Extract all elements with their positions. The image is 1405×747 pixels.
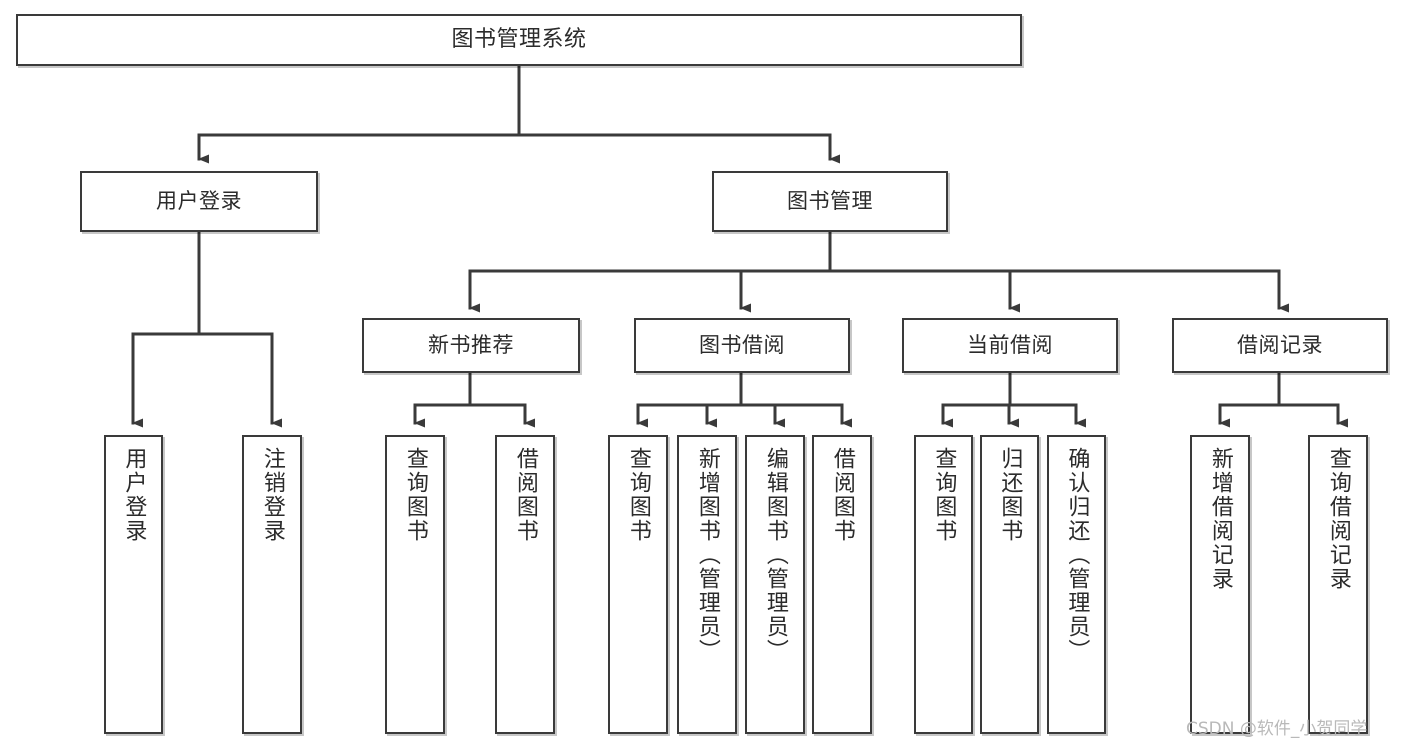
- node-label: 查询图书: [625, 447, 651, 543]
- node-label: 借阅图书: [829, 447, 855, 543]
- node-label: 注销登录: [259, 447, 285, 543]
- node-label: 新书推荐: [428, 333, 514, 358]
- node-label: 归还图书: [997, 447, 1023, 543]
- node-new-book-recommend[interactable]: 新书推荐: [362, 318, 580, 373]
- leaf-borrow-record-query[interactable]: 查询借阅记录: [1308, 435, 1368, 734]
- leaf-user-login-logout[interactable]: 注销登录: [242, 435, 302, 734]
- leaf-book-borrow-borrow[interactable]: 借阅图书: [812, 435, 872, 734]
- node-label: 图书管理系统: [451, 27, 587, 53]
- node-user-login[interactable]: 用户登录: [80, 171, 318, 232]
- watermark-csdn: CSDN @软件_小贺同学: [1186, 719, 1368, 739]
- leaf-book-borrow-edit[interactable]: 编辑图书（管理员）: [745, 435, 805, 734]
- leaf-borrow-record-add[interactable]: 新增借阅记录: [1190, 435, 1250, 734]
- node-label: 图书借阅: [699, 333, 785, 358]
- node-book-management[interactable]: 图书管理: [712, 171, 948, 232]
- node-current-borrow[interactable]: 当前借阅: [902, 318, 1118, 373]
- leaf-current-borrow-confirm[interactable]: 确认归还（管理员）: [1047, 435, 1106, 734]
- leaf-new-book-query[interactable]: 查询图书: [385, 435, 445, 734]
- node-label: 图书管理: [787, 189, 873, 214]
- node-label: 编辑图书（管理员）: [762, 447, 788, 663]
- leaf-user-login-login[interactable]: 用户登录: [104, 435, 163, 734]
- node-root-system[interactable]: 图书管理系统: [16, 14, 1022, 66]
- node-label: 用户登录: [156, 189, 242, 214]
- leaf-book-borrow-query[interactable]: 查询图书: [608, 435, 668, 734]
- node-borrow-record[interactable]: 借阅记录: [1172, 318, 1388, 373]
- node-label: 借阅记录: [1237, 333, 1323, 358]
- node-label: 查询借阅记录: [1325, 447, 1351, 591]
- leaf-current-borrow-return[interactable]: 归还图书: [980, 435, 1039, 734]
- node-label: 新增借阅记录: [1207, 447, 1233, 591]
- leaf-current-borrow-query[interactable]: 查询图书: [914, 435, 973, 734]
- node-book-borrow[interactable]: 图书借阅: [634, 318, 850, 373]
- node-label: 新增图书（管理员）: [694, 447, 720, 663]
- node-label: 借阅图书: [512, 447, 538, 543]
- node-label: 查询图书: [931, 447, 957, 543]
- leaf-book-borrow-add[interactable]: 新增图书（管理员）: [677, 435, 737, 734]
- node-label: 确认归还（管理员）: [1064, 447, 1090, 663]
- node-label: 当前借阅: [967, 333, 1053, 358]
- node-label: 用户登录: [121, 447, 147, 543]
- node-label: 查询图书: [402, 447, 428, 543]
- leaf-new-book-borrow[interactable]: 借阅图书: [495, 435, 555, 734]
